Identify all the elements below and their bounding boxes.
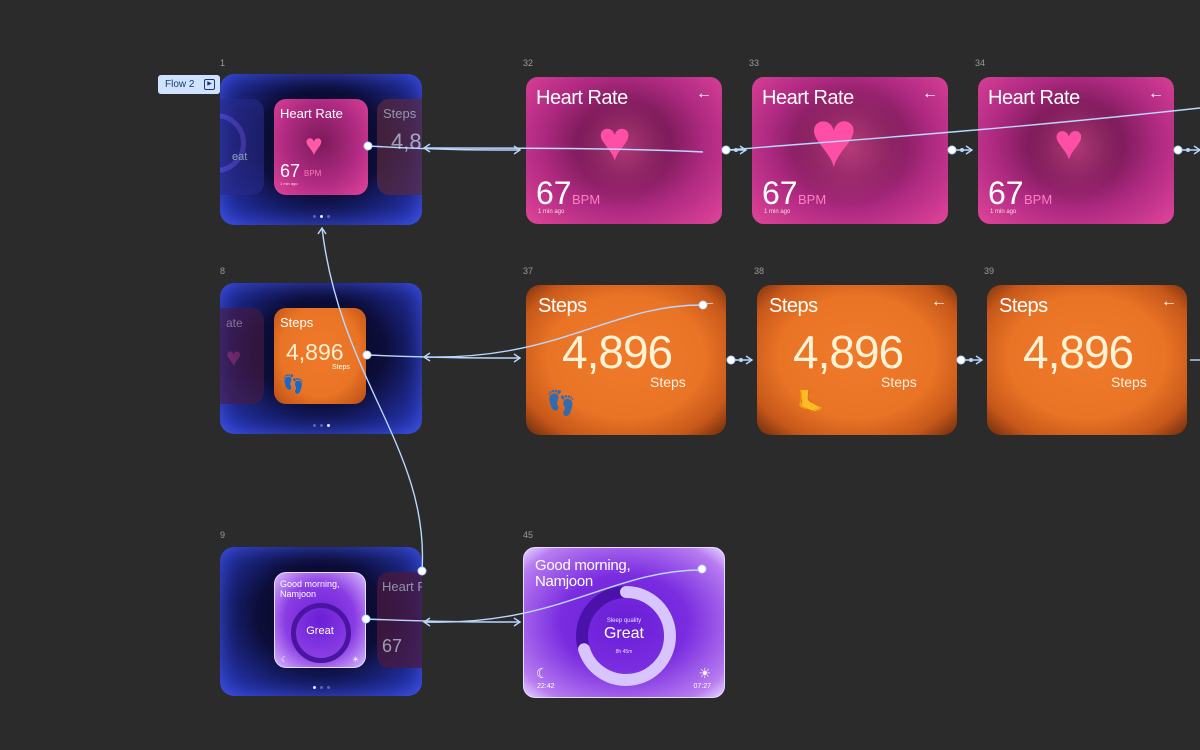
frame-32-heart-rate[interactable]: Heart Rate ← ♥ 67 BPM 1 min ago — [526, 77, 722, 224]
heart-time: 1 min ago — [538, 209, 565, 215]
peek-right-title: Steps — [383, 106, 417, 121]
frame-1-carousel-heart[interactable]: eat Heart Rate ♥ 67 BPM 1 min ago Steps … — [220, 74, 422, 225]
sun-icon: ☀ — [351, 655, 359, 664]
frame-37-steps[interactable]: Steps ← 4,896 Steps 👣 — [526, 285, 726, 435]
heart-unit: BPM — [1024, 192, 1053, 207]
mini-heart-unit: BPM — [304, 169, 322, 178]
steps-unit: Steps — [650, 374, 686, 390]
peek-left-text: ate — [226, 316, 243, 330]
peek-card-right: Heart R 67 — [377, 572, 422, 668]
heart-unit: BPM — [572, 192, 601, 207]
frame-8-carousel-steps[interactable]: ate ♥ Steps 4,896 Steps 👣 — [220, 283, 422, 434]
heart-time: 1 min ago — [990, 209, 1017, 215]
frame-38-steps[interactable]: Steps ← 4,896 Steps 🦶 — [757, 285, 957, 435]
heart-icon: ♥ — [810, 94, 858, 183]
steps-unit: Steps — [1111, 374, 1147, 390]
mini-heart-title: Heart Rate — [280, 106, 343, 121]
mini-sleep-card[interactable]: Good morning, Namjoon Great ☾ ☀ — [274, 572, 366, 668]
screen-title: Steps — [769, 295, 818, 317]
arrow-left-icon[interactable]: ← — [696, 85, 712, 102]
steps-value: 4,896 — [1023, 326, 1134, 378]
sleep-duration: 8h 45m — [615, 649, 633, 655]
mini-steps-value: 4,896 — [286, 339, 344, 365]
sleep-quality: Great — [603, 625, 644, 642]
flow-start-tag[interactable]: Flow 2 ▶ — [158, 75, 220, 94]
peek-left-text: eat — [232, 151, 248, 163]
mini-heart-time: 1 min ago — [280, 181, 298, 186]
frame-45-sleep[interactable]: Good morning, Namjoon Sleep quality Grea… — [523, 547, 725, 698]
sleep-bedtime: 22:42 — [537, 683, 555, 690]
arrow-left-icon[interactable]: ← — [1161, 293, 1177, 310]
screen-title: Steps — [538, 295, 587, 317]
peek-card-right: Steps 4,8 — [377, 99, 422, 195]
footprints-icon: 🦶 — [797, 389, 825, 414]
mini-sleep-ring — [291, 603, 351, 663]
arrow-left-icon[interactable]: ← — [931, 293, 947, 310]
mini-steps-unit: Steps — [332, 364, 350, 371]
heart-time: 1 min ago — [764, 209, 791, 215]
sleep-quality-label: Sleep quality — [606, 618, 642, 624]
frame-label-39: 39 — [984, 266, 995, 276]
moon-icon: ☾ — [536, 665, 549, 681]
frame-9-carousel-sleep[interactable]: Good morning, Namjoon Great ☾ ☀ Heart R … — [220, 547, 422, 696]
peek-card-left: eat — [220, 99, 264, 195]
carousel-dots — [220, 686, 422, 689]
sun-icon: ☀ — [698, 665, 711, 681]
steps-unit: Steps — [881, 374, 917, 390]
mini-steps-title: Steps — [280, 315, 314, 330]
frame-label-1: 1 — [220, 58, 226, 68]
frame-label-9: 9 — [220, 530, 226, 540]
mini-heart-card[interactable]: Heart Rate ♥ 67 BPM 1 min ago — [274, 99, 368, 195]
frame-label-45: 45 — [523, 530, 534, 540]
heart-icon: ♥ — [226, 342, 242, 372]
footprints-icon: 👣 — [546, 390, 576, 417]
peek-right-title: Heart R — [382, 579, 422, 594]
frame-34-heart-rate[interactable]: Heart Rate ← ♥ 67 BPM 1 min ago — [978, 77, 1174, 224]
flow-start-icon: ▶ — [204, 79, 215, 90]
mini-sleep-greeting: Good morning, Namjoon — [280, 579, 340, 599]
arrow-left-icon[interactable]: ← — [922, 85, 938, 102]
carousel-dots — [220, 424, 422, 427]
steps-value: 4,896 — [793, 326, 904, 378]
heart-icon: ♥ — [305, 129, 323, 162]
heart-icon: ♥ — [598, 109, 632, 172]
frame-label-34: 34 — [975, 58, 986, 68]
heart-value: 67 — [536, 175, 572, 211]
frame-label-32: 32 — [523, 58, 534, 68]
moon-icon: ☾ — [281, 655, 289, 664]
steps-value: 4,896 — [562, 326, 673, 378]
carousel-dots — [220, 215, 422, 218]
arrow-left-icon[interactable]: ← — [1148, 85, 1164, 102]
mini-steps-card[interactable]: Steps 4,896 Steps 👣 — [274, 308, 366, 404]
frame-label-38: 38 — [754, 266, 765, 276]
frame-label-8: 8 — [220, 266, 226, 276]
frame-39-steps[interactable]: Steps ← 4,896 Steps — [987, 285, 1187, 435]
frame-label-33: 33 — [749, 58, 760, 68]
frame-33-heart-rate[interactable]: Heart Rate ← ♥ 67 BPM 1 min ago — [752, 77, 948, 224]
heart-icon: ♥ — [1054, 114, 1084, 170]
arrow-left-icon[interactable]: ← — [700, 293, 716, 310]
heart-value: 67 — [988, 175, 1024, 211]
heart-unit: BPM — [798, 192, 827, 207]
peek-right-value: 67 — [382, 636, 403, 656]
flow-tag-label: Flow 2 — [165, 79, 195, 90]
sleep-waketime: 07:27 — [693, 683, 711, 690]
peek-card-left: ate ♥ — [220, 308, 264, 404]
mini-heart-value: 67 — [280, 161, 301, 181]
heart-value: 67 — [762, 175, 798, 211]
mini-sleep-quality: Great — [306, 625, 334, 637]
screen-title: Steps — [999, 295, 1048, 317]
peek-right-value: 4,8 — [391, 129, 422, 154]
footprints-icon: 👣 — [282, 374, 305, 394]
frame-label-37: 37 — [523, 266, 534, 276]
